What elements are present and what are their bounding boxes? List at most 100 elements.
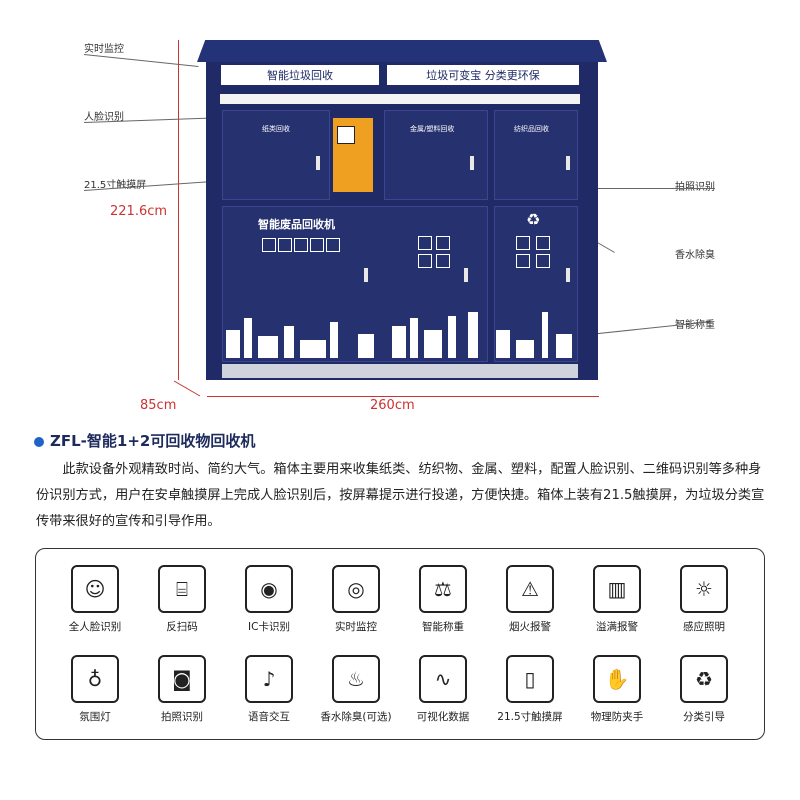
feature-item: ◎ 实时监控 (316, 565, 396, 634)
feature-item: ⚖智能称重 (403, 565, 483, 634)
bullet-icon (34, 436, 44, 447)
panel-icon (418, 254, 432, 268)
textile-bin-handle (566, 156, 570, 170)
touch-screen-qr (337, 126, 355, 144)
voice-icon: ♪ (245, 655, 293, 703)
textile-bin-panel (494, 110, 578, 200)
scan-code-icon: ⌸ (158, 565, 206, 613)
panel-icon (536, 254, 550, 268)
metal-bin-panel (384, 110, 488, 200)
feature-item: ◉ IC卡识别 (229, 565, 309, 634)
callout-line (585, 188, 715, 189)
feature-label: 分类引导 (683, 711, 725, 723)
paper-bin-handle (316, 156, 320, 170)
panel-icon (310, 238, 324, 252)
height-dimension-line (178, 40, 179, 380)
feature-label: 感应照明 (683, 621, 725, 633)
feature-label: 物理防夹手 (590, 711, 644, 723)
feature-label: 可视化数据 (416, 711, 470, 723)
product-title: ZFL-智能1+2可回收物回收机 (34, 430, 255, 451)
feature-item: ◙ 拍照识别 (142, 655, 222, 724)
skyline (244, 318, 252, 358)
banner-right: 垃圾可变宝 分类更环保 (386, 64, 580, 86)
ic-card-icon: ◉ (245, 565, 293, 613)
camera-monitor-icon: ◎ (332, 565, 380, 613)
feature-label: 全人脸识别 (68, 621, 122, 633)
skyline (542, 312, 548, 358)
callout-touch: 21.5寸触摸屏 (84, 180, 147, 191)
feature-item: ♻ 分类引导 (664, 655, 744, 724)
callout-photo: 拍照识别 (675, 178, 715, 193)
lower-handle (464, 268, 468, 282)
skyline (448, 316, 456, 358)
feature-label: 实时监控 (335, 621, 377, 633)
panel-icon (436, 236, 450, 250)
skyline (556, 334, 572, 358)
touch-screen-icon: ▯ (506, 655, 554, 703)
cabinet-roof (197, 40, 607, 62)
light-strip (220, 94, 580, 104)
panel-icon (516, 254, 530, 268)
feature-item: ▯21.5寸触摸屏 (490, 655, 570, 724)
feature-label: 语音交互 (248, 711, 290, 723)
skyline (226, 330, 240, 358)
panel-icon (294, 238, 308, 252)
callout-perfume: 香水除臭 (675, 250, 715, 261)
feature-item: ✋ 物理防夹手 (577, 655, 657, 724)
feature-label: 溢满报警 (596, 621, 638, 633)
feature-label: 烟火报警 (509, 621, 551, 633)
main-label: 智能废品回收机 (258, 218, 335, 231)
feature-label: 拍照识别 (161, 711, 203, 723)
depth-dimension-line (173, 380, 201, 397)
scale-icon: ⚖ (419, 565, 467, 613)
panel-icon (326, 238, 340, 252)
feature-label: 氛围灯 (79, 711, 111, 723)
sensor-light-icon: ☼ (680, 565, 728, 613)
panel-icon (262, 238, 276, 252)
feature-item: ⚠ 烟火报警 (490, 565, 570, 634)
skyline (424, 330, 442, 358)
skyline (392, 326, 406, 358)
paper-bin-label: 纸类回收 (262, 125, 290, 133)
skyline (516, 340, 534, 358)
feature-label: 反扫码 (166, 621, 198, 633)
feature-item: ♨香水除臭(可选) (316, 655, 396, 724)
panel-icon (536, 236, 550, 250)
feature-item: ∿ 可视化数据 (403, 655, 483, 724)
lower-handle (566, 268, 570, 282)
width-dimension-line (207, 396, 599, 397)
skyline (258, 336, 278, 358)
paper-bin-panel (222, 110, 330, 200)
fire-alarm-icon: ⚠ (506, 565, 554, 613)
callout-face: 人脸识别 (84, 112, 124, 123)
panel-icon (278, 238, 292, 252)
face-scan-icon: ☺ (71, 565, 119, 613)
callout-line (83, 54, 199, 68)
skyline (284, 326, 294, 358)
data-chart-icon: ∿ (419, 655, 467, 703)
feature-item: ▥ 溢满报警 (577, 565, 657, 634)
skyline (300, 340, 326, 358)
photo-camera-icon: ◙ (158, 655, 206, 703)
product-title-text: ZFL-智能1+2可回收物回收机 (50, 432, 256, 450)
textile-bin-label: 纺织品回收 (514, 125, 549, 133)
metal-bin-label: 金属/塑料回收 (410, 125, 455, 133)
panel-icon (418, 236, 432, 250)
spray-bottle-icon: ♨ (332, 655, 380, 703)
overflow-bin-icon: ▥ (593, 565, 641, 613)
recycle-icon: ♻ (680, 655, 728, 703)
metal-bin-handle (470, 156, 474, 170)
depth-dimension: 85cm (140, 398, 177, 413)
anti-pinch-icon: ✋ (593, 655, 641, 703)
callout-monitor: 实时监控 (84, 44, 124, 55)
feature-item: ♁ 氛围灯 (55, 655, 135, 724)
panel-icon (516, 236, 530, 250)
banner-left: 智能垃圾回收 (220, 64, 380, 86)
feature-item: ⌸ 反扫码 (142, 565, 222, 634)
bulb-icon: ♁ (71, 655, 119, 703)
features-panel (35, 548, 765, 740)
skyline (410, 318, 418, 358)
feature-item: ☺ 全人脸识别 (55, 565, 135, 634)
callout-weigh: 智能称重 (675, 320, 715, 331)
feature-label: IC卡识别 (248, 621, 290, 633)
